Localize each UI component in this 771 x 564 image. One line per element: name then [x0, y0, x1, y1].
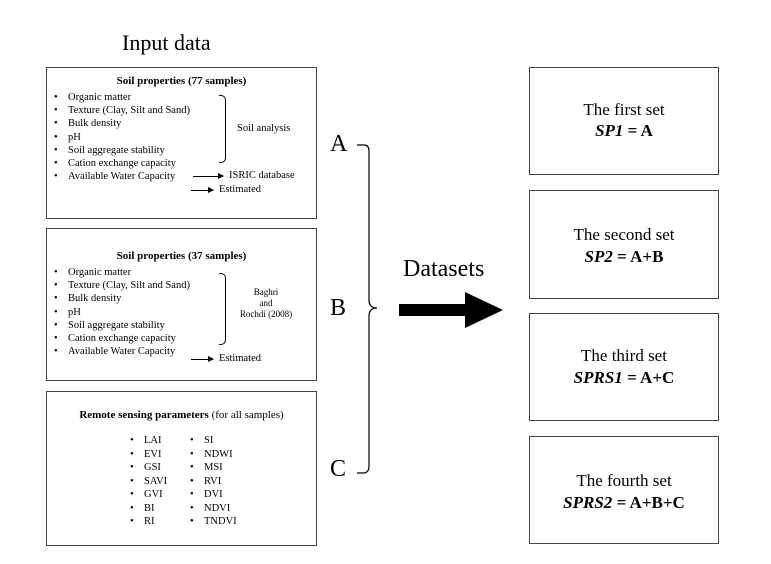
box-b-title: Soil properties (37 samples) [116, 250, 247, 262]
rs-item: EVI [130, 448, 167, 462]
set-2-expr: = A+B [612, 247, 664, 266]
rs-item: NDVI [190, 502, 237, 516]
set-4-expr: = A+B+C [612, 493, 685, 512]
estimated-arrow-b [191, 356, 214, 362]
letter-a: A [330, 131, 348, 157]
estimated-arrow-a [191, 187, 214, 193]
rs-item: LAI [130, 434, 167, 448]
datasets-arrow [399, 292, 503, 328]
box-c-title-rest: (for all samples) [208, 409, 284, 421]
set-4-formula: SPRS2 = A+B+C [530, 493, 718, 513]
isric-arrow [193, 173, 224, 179]
set-3-expr: = A+C [622, 368, 675, 387]
box-a-item: Soil aggregate stability [54, 144, 190, 157]
datasets-label: Datasets [403, 256, 485, 282]
box-c-title: Remote sensing parameters (for all sampl… [47, 409, 316, 421]
estimated-label-a: Estimated [219, 184, 261, 195]
rs-col1: LAI EVI GSI SAVI GVI BI RI [130, 434, 167, 529]
box-b-item: Organic matter [54, 266, 190, 279]
rs-item: SAVI [130, 475, 167, 489]
rs-item: GSI [130, 461, 167, 475]
rs-item: SI [190, 434, 237, 448]
set-1-name: SP1 [595, 121, 624, 140]
set-box-3: The third set SPRS1 = A+C [529, 313, 719, 421]
set-1-formula: SP1 = A [530, 121, 718, 141]
combine-bracket [357, 144, 378, 474]
soil-analysis-label: Soil analysis [237, 123, 291, 134]
set-2-name: SP2 [584, 247, 613, 266]
rs-item: MSI [190, 461, 237, 475]
set-box-4: The fourth set SPRS2 = A+B+C [529, 436, 719, 544]
set-1-label: The first set [583, 100, 665, 119]
rs-item: RI [130, 515, 167, 529]
rs-item: TNDVI [190, 515, 237, 529]
remote-sensing-box: Remote sensing parameters (for all sampl… [46, 391, 317, 546]
box-a-item: pH [54, 131, 190, 144]
rs-item: GVI [130, 488, 167, 502]
reference-label: Baghri and Rochdi (2008) [227, 287, 305, 320]
box-b-item: Bulk density [54, 292, 190, 305]
soil-properties-b-box: Soil properties (37 samples) Organic mat… [46, 228, 317, 381]
rs-item: DVI [190, 488, 237, 502]
set-2-label: The second set [573, 225, 675, 244]
box-b-item: Cation exchange capacity [54, 332, 190, 345]
set-4-name: SPRS2 [563, 493, 613, 512]
set-1-expr: = A [623, 121, 653, 140]
box-a-item: Organic matter [54, 91, 190, 104]
set-3-label: The third set [581, 346, 667, 365]
soil-analysis-bracket [219, 95, 226, 163]
reference-line: and [259, 298, 273, 308]
reference-line: Rochdi (2008) [239, 309, 293, 319]
rs-item: NDWI [190, 448, 237, 462]
box-a-item: Cation exchange capacity [54, 157, 190, 170]
rs-item: BI [130, 502, 167, 516]
box-b-item: pH [54, 306, 190, 319]
box-b-item: Texture (Clay, Silt and Sand) [54, 279, 190, 292]
reference-bracket [219, 273, 226, 345]
set-box-1: The first set SP1 = A [529, 67, 719, 175]
letter-b: B [330, 295, 347, 321]
rs-col2: SI NDWI MSI RVI DVI NDVI TNDVI [190, 434, 237, 529]
box-a-item: Available Water Capacity [54, 170, 190, 183]
box-c-title-bold: Remote sensing parameters [79, 409, 209, 421]
box-b-list: Organic matter Texture (Clay, Silt and S… [54, 266, 190, 359]
box-a-list: Organic matter Texture (Clay, Silt and S… [54, 91, 190, 184]
isric-label: ISRIC database [229, 170, 295, 181]
box-a-item: Bulk density [54, 117, 190, 130]
box-b-item: Soil aggregate stability [54, 319, 190, 332]
letter-c: C [330, 456, 347, 482]
set-3-name: SPRS1 [573, 368, 623, 387]
box-a-item: Texture (Clay, Silt and Sand) [54, 104, 190, 117]
soil-properties-a-box: Soil properties (77 samples) Organic mat… [46, 67, 317, 219]
set-4-label: The fourth set [576, 471, 672, 490]
input-data-heading: Input data [122, 30, 211, 55]
set-box-2: The second set SP2 = A+B [529, 190, 719, 299]
reference-line: Baghri [253, 287, 279, 297]
box-a-title: Soil properties (77 samples) [116, 75, 247, 87]
rs-item: RVI [190, 475, 237, 489]
box-b-item: Available Water Capacity [54, 345, 190, 358]
set-2-formula: SP2 = A+B [530, 247, 718, 267]
set-3-formula: SPRS1 = A+C [530, 368, 718, 388]
estimated-label-b: Estimated [219, 353, 261, 364]
